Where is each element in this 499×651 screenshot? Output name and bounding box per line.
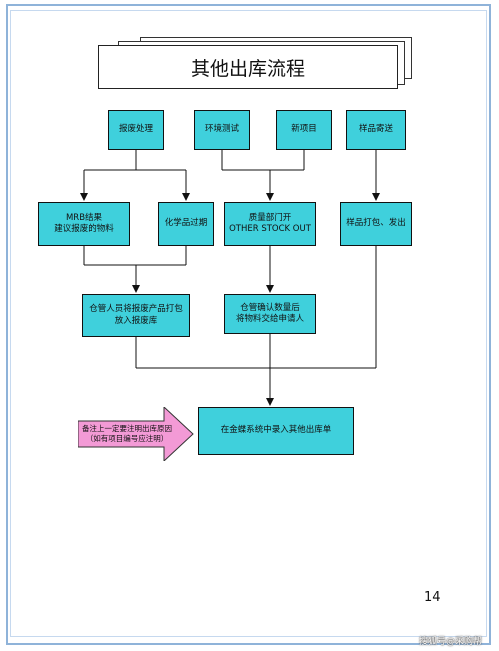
- node-mrb: MRB结果 建议报废的物料: [38, 202, 130, 246]
- page-number: 14: [424, 590, 441, 605]
- remark-arrow: 备注上一定要注明出库原因 （如有项目编号应注明）: [78, 407, 194, 461]
- node-scrap: 报废处理: [108, 110, 164, 150]
- remark-text: 备注上一定要注明出库原因 （如有项目编号应注明）: [82, 423, 172, 443]
- connector-mrb-chem-merge: [83, 246, 187, 266]
- connector-env-new-merge: [221, 150, 305, 171]
- node-warehouse-pack: 仓管人员将报废产品打包 放入报废库: [82, 294, 190, 337]
- node-sample-send: 样品寄送: [346, 110, 406, 150]
- node-sample-pack: 样品打包、发出: [340, 202, 412, 246]
- page-title: 其他出库流程: [98, 45, 398, 89]
- page-frame-inner: [10, 10, 487, 637]
- connector-scrap-split: [84, 150, 186, 171]
- node-kingdee-entry: 在金蝶系统中录入其他出库单: [198, 407, 354, 455]
- watermark: 搜狐号@采购帮: [419, 637, 483, 647]
- connector-final-merge: [135, 246, 377, 369]
- node-new-project: 新项目: [276, 110, 332, 150]
- node-warehouse-confirm: 仓管确认数量后 将物料交给申请人: [224, 294, 316, 334]
- remark-arrow-shape: [78, 407, 194, 461]
- node-env-test: 环境测试: [194, 110, 250, 150]
- node-quality-dept: 质量部门开 OTHER STOCK OUT: [224, 202, 316, 246]
- node-chem-expired: 化学品过期: [158, 202, 214, 246]
- page-frame: [6, 4, 491, 645]
